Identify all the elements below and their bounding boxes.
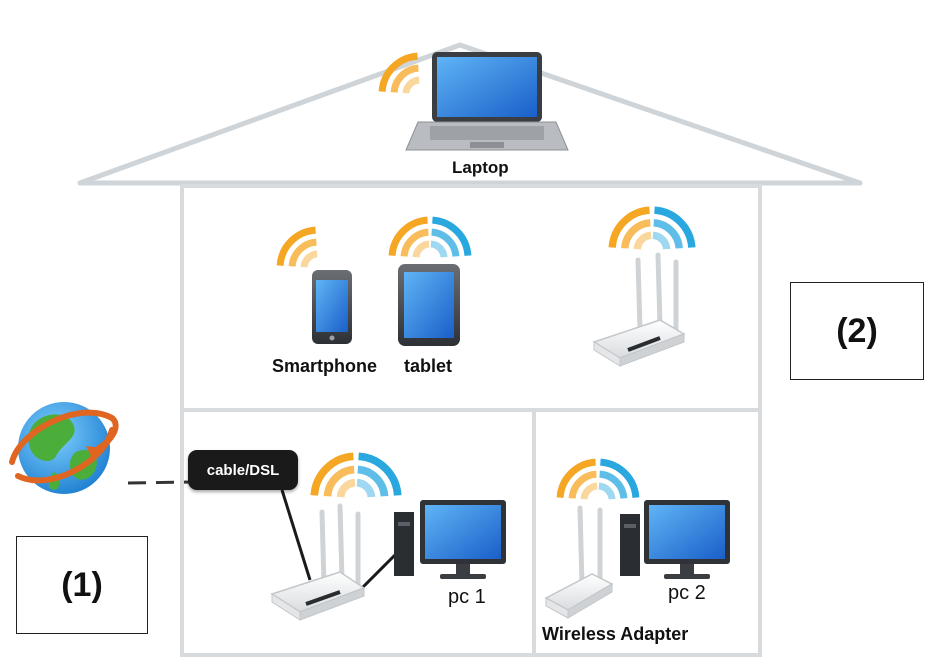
- wifi-arc-blue: [431, 228, 460, 257]
- wifi-arc-orange: [288, 238, 317, 267]
- pc1-label: pc 1: [448, 586, 486, 608]
- wifi-arc-orange: [608, 206, 650, 248]
- wifi-signal-icon-main-router: [310, 452, 402, 498]
- wifi-signal-icon-smartphone: [276, 226, 318, 268]
- wifi-arc-orange: [402, 76, 420, 94]
- wifi-arc-blue: [652, 231, 671, 250]
- wifi-arc-blue: [599, 470, 628, 499]
- smartphone-icon: [312, 270, 352, 344]
- router-icon-main: [270, 503, 366, 621]
- wireless-adapter-icon: [544, 505, 614, 619]
- wifi-arc-orange: [388, 216, 428, 256]
- desktop-pc-icon-1: [394, 500, 506, 579]
- wifi-arc-orange: [556, 458, 596, 498]
- laptop-icon: [405, 52, 569, 151]
- wifi-signal-icon-tablet: [388, 216, 472, 258]
- wifi-arc-blue: [600, 458, 640, 498]
- wifi-arc-orange: [621, 219, 651, 249]
- cable-dsl-modem: cable/DSL: [188, 450, 298, 490]
- laptop-label: Laptop: [452, 158, 509, 177]
- wifi-arc-blue: [357, 465, 389, 497]
- internet-connection-line: [127, 480, 193, 485]
- wireless-adapter-label: Wireless Adapter: [542, 624, 689, 644]
- wifi-signal-icon-adapter: [556, 458, 640, 500]
- wifi-arc-orange: [580, 482, 598, 500]
- wifi-arc-blue: [358, 452, 402, 496]
- wifi-arc-orange: [310, 452, 354, 496]
- wifi-arc-orange: [400, 228, 429, 257]
- wifi-arc-blue: [430, 240, 448, 258]
- wifi-arc-blue: [654, 206, 696, 248]
- tablet-icon: [398, 264, 460, 346]
- wifi-signal-icon-upper-router: [608, 206, 696, 250]
- wifi-arc-blue: [432, 216, 472, 256]
- desktop-pc-icon-2: [620, 500, 730, 579]
- wifi-signal-icon-laptop: [378, 52, 420, 94]
- wifi-arc-blue: [356, 478, 376, 498]
- router-to-pc1-cable: [356, 548, 402, 594]
- wifi-arc-orange: [633, 231, 652, 250]
- wifi-arc-orange: [300, 250, 318, 268]
- wifi-arc-orange: [412, 240, 430, 258]
- router-icon-upper: [592, 252, 686, 367]
- callout-box-2: (2): [790, 282, 924, 380]
- tablet-label: tablet: [404, 356, 453, 376]
- wifi-arc-orange: [323, 465, 355, 497]
- pc2-label: pc 2: [668, 582, 706, 604]
- callout-box-1: (1): [16, 536, 148, 634]
- wifi-arc-orange: [378, 52, 418, 92]
- wifi-arc-orange: [336, 478, 356, 498]
- wifi-signals: [276, 52, 696, 500]
- wifi-arc-orange: [390, 64, 419, 93]
- wifi-arc-orange: [276, 226, 316, 266]
- globe-icon: [9, 402, 119, 494]
- wifi-arc-blue: [598, 482, 616, 500]
- modem-to-router-cable: [280, 489, 312, 581]
- wifi-arc-blue: [653, 219, 683, 249]
- smartphone-label: Smartphone: [272, 356, 378, 376]
- wifi-arc-orange: [568, 470, 597, 499]
- house-outline: [77, 42, 863, 657]
